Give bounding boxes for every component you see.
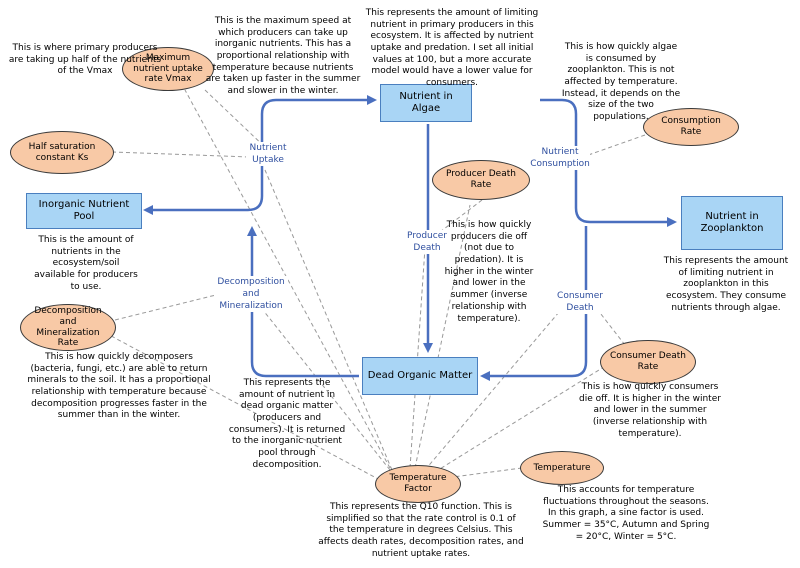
flow-label-nutrient-consumption[interactable]: Nutrient Consumption <box>530 146 590 171</box>
flow-uptake-pipe <box>260 95 377 180</box>
flow-label-decomposition[interactable]: Decomposition and Mineralization <box>214 276 288 313</box>
note-vmax-description: This is the maximum speed at which produ… <box>205 16 361 97</box>
flow-label-nutrient-uptake[interactable]: Nutrient Uptake <box>246 142 290 167</box>
param-temperature[interactable]: Temperature <box>520 451 604 485</box>
stock-dead-organic-matter[interactable]: Dead Organic Matter <box>362 357 478 395</box>
stock-inorganic-nutrient-pool[interactable]: Inorganic Nutrient Pool <box>26 193 142 229</box>
link-tf-vmax <box>184 89 391 469</box>
stock-nutrient-in-algae[interactable]: Nutrient in Algae <box>380 84 472 122</box>
note-inorganic-pool: This is the amount of nutrients in the e… <box>34 235 138 292</box>
flow-uptake-pipe-left <box>143 180 264 215</box>
link-tf-uptake <box>264 169 393 471</box>
link-ks-uptake <box>111 151 251 158</box>
note-dead-organic-matter: This represents the amount of nutrient i… <box>228 378 346 470</box>
param-vmax[interactable]: Maximum nutrient uptake rate Vmax <box>122 47 214 91</box>
param-consumption-rate[interactable]: Consumption Rate <box>643 108 739 146</box>
note-nutrient-in-algae: This represents the amount of limiting n… <box>365 8 539 89</box>
link-producer-death-rate <box>439 199 483 233</box>
link-tf-producer-rate <box>414 204 471 469</box>
note-decomposition-rate: This is how quickly decomposers (bacteri… <box>27 352 211 421</box>
note-consumption-rate: This is how quickly algae is consumed by… <box>561 42 681 123</box>
link-tf-decomp <box>254 299 391 471</box>
note-vmax-half: This is where primary producers are taki… <box>8 43 162 77</box>
link-tf-decomp-rate <box>99 329 381 481</box>
param-ks[interactable]: Half saturation constant Ks <box>10 131 114 174</box>
note-temperature: This accounts for temperature fluctuatio… <box>542 485 710 542</box>
stock-nutrient-in-zooplankton[interactable]: Nutrient in Zooplankton <box>681 196 783 250</box>
link-vmax-uptake <box>204 89 269 151</box>
param-consumer-death-rate[interactable]: Consumer Death Rate <box>600 340 696 384</box>
link-tf-consumer-rate <box>434 359 616 473</box>
link-consumer-death-rate <box>589 299 626 346</box>
note-producer-death-rate: This is how quickly producers die off (n… <box>444 220 534 324</box>
flow-consumer-death-pipe <box>480 226 588 381</box>
param-producer-death-rate[interactable]: Producer Death Rate <box>432 160 530 200</box>
link-consumption-rate <box>559 134 646 166</box>
note-consumer-death-rate: This is how quickly consumers die off. I… <box>579 382 721 439</box>
link-tf-consumer-death <box>424 304 566 471</box>
flow-label-consumer-death[interactable]: Consumer Death <box>554 290 606 315</box>
param-temperature-factor[interactable]: Temperature Factor <box>375 465 461 503</box>
flow-label-producer-death[interactable]: Producer Death <box>402 230 452 255</box>
note-q10: This represents the Q10 function. This i… <box>318 502 524 559</box>
flow-decomposition-pipe <box>247 226 359 378</box>
link-tf-producer-death <box>409 247 426 469</box>
param-decomp-rate[interactable]: Decomposition and Mineralization Rate <box>20 304 116 351</box>
note-nutrient-in-zooplankton: This represents the amount of limiting n… <box>663 256 789 313</box>
